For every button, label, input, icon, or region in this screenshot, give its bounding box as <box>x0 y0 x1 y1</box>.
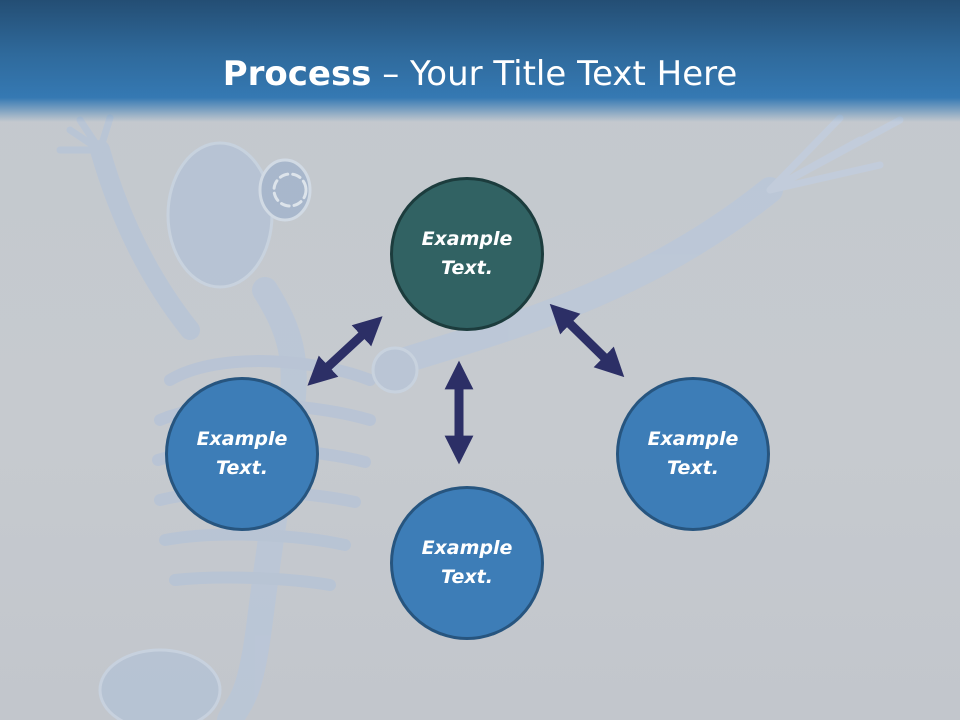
right-circle: Example Text. <box>616 377 770 531</box>
title-bold-text: Process <box>222 54 372 94</box>
arrow-center-to-left <box>307 316 383 386</box>
center-circle-label: Example Text. <box>421 228 513 279</box>
left-circle: Example Text. <box>165 377 319 531</box>
right-circle-label: Example Text. <box>647 428 739 479</box>
slide-title: Process – Your Title Text Here <box>0 52 960 96</box>
bottom-circle-label: Example Text. <box>421 537 513 588</box>
center-circle: Example Text. <box>390 177 544 331</box>
title-bar: Process – Your Title Text Here <box>0 0 960 122</box>
bottom-circle: Example Text. <box>390 486 544 640</box>
left-circle-label: Example Text. <box>196 428 288 479</box>
title-regular-text: – Your Title Text Here <box>371 54 738 94</box>
arrow-center-to-right <box>549 303 625 378</box>
